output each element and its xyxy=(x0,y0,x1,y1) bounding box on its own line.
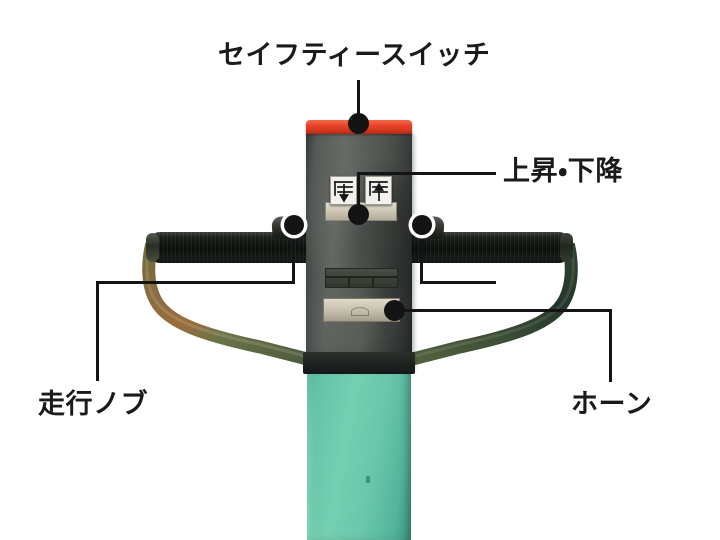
mast-post xyxy=(307,358,411,540)
lift-button[interactable] xyxy=(365,176,392,205)
control-head xyxy=(306,131,412,369)
control-head-skirt xyxy=(303,352,415,374)
leader-line-lift-vertical xyxy=(357,172,360,215)
leader-line-horn-horizontal xyxy=(393,309,612,312)
leader-line-horn-vertical xyxy=(609,309,612,382)
recessed-panel xyxy=(325,268,398,288)
leader-line-knob-riser-right xyxy=(420,224,423,284)
label-lift-lower: 上昇・下降 xyxy=(503,156,623,186)
label-horn: ホーン xyxy=(571,389,653,419)
leader-line-knob-riser-left xyxy=(292,224,295,284)
leader-line-knob-horizontal-right xyxy=(420,281,496,284)
callout-dot-horn xyxy=(384,300,405,321)
recess-divider-right xyxy=(372,278,374,287)
leader-line-knob-vertical xyxy=(96,281,99,381)
handle-bracket-left xyxy=(142,243,315,368)
grip-end-cap-right xyxy=(560,233,573,262)
callout-dot-travel-knob-right xyxy=(412,215,432,235)
label-travel-knob: 走行ノブ xyxy=(38,389,149,419)
lower-button[interactable] xyxy=(330,176,357,205)
recess-divider-left xyxy=(348,278,350,287)
grip-end-cap-left xyxy=(146,233,159,262)
callout-dot-lift-lower xyxy=(348,204,369,225)
leader-line-safety-switch xyxy=(357,80,360,124)
leader-line-lift-horizontal xyxy=(357,172,496,175)
leader-line-knob-horizontal xyxy=(96,281,295,284)
callout-dot-safety-switch xyxy=(348,113,369,134)
callout-dot-travel-knob-left xyxy=(284,215,304,235)
label-safety-switch: セイフティースイッチ xyxy=(218,40,491,70)
handle-bracket-right xyxy=(405,243,578,368)
